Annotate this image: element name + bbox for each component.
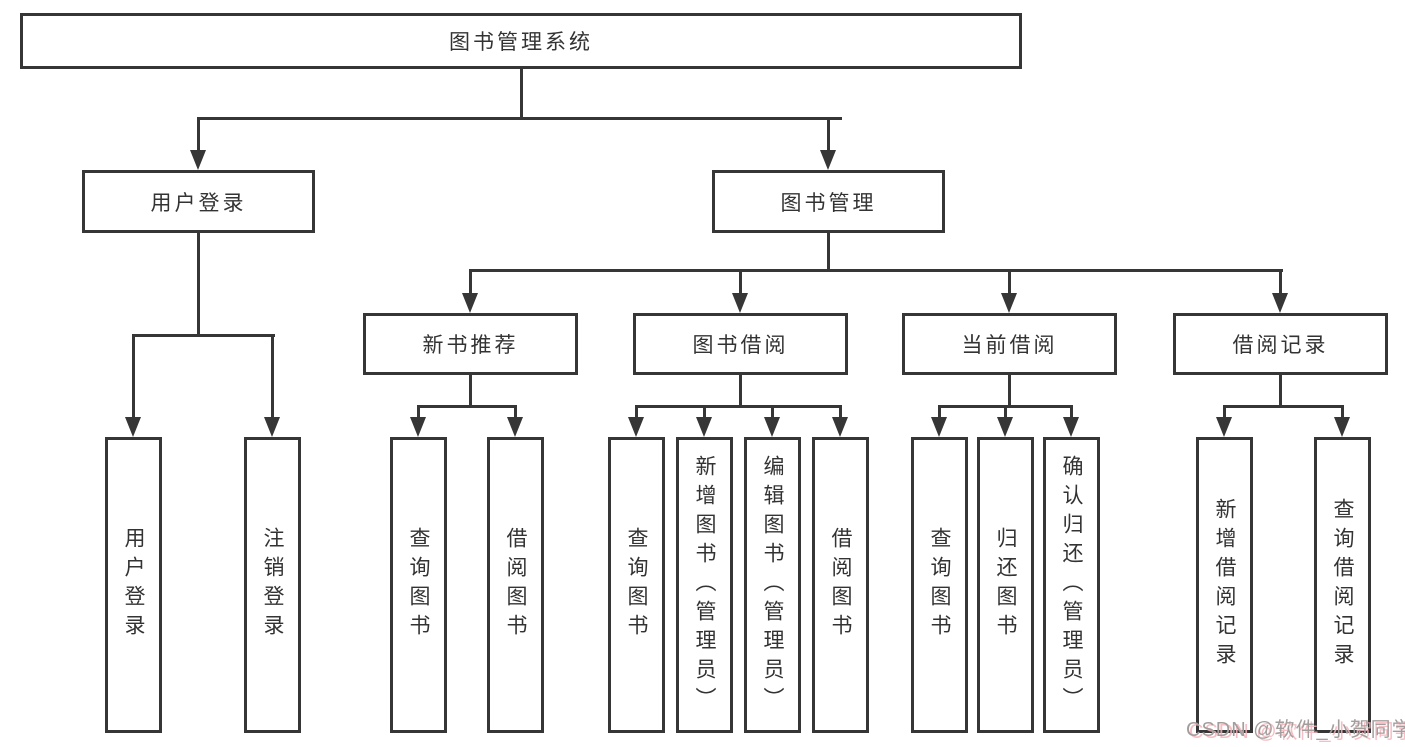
leaf-query-book-borrow: 查询图书 <box>608 437 665 733</box>
node-book-management: 图书管理 <box>712 170 945 233</box>
arrowhead-icon <box>264 417 280 437</box>
connector-line <box>132 334 275 337</box>
leaf-query-book-current-label: 查询图书 <box>928 527 951 643</box>
connector-line <box>1008 269 1011 295</box>
arrowhead-icon <box>696 417 712 437</box>
leaf-logout-label: 注销登录 <box>261 527 284 643</box>
leaf-add-borrow-record-label: 新增借阅记录 <box>1213 498 1236 672</box>
connector-line <box>514 405 517 420</box>
connector-line <box>469 375 472 408</box>
arrowhead-icon <box>820 150 836 170</box>
connector-line <box>417 405 420 420</box>
arrowhead-icon <box>732 293 748 313</box>
leaf-confirm-return-admin: 确认归还（管理员） <box>1043 437 1100 733</box>
node-borrow-record-label: 借阅记录 <box>1232 334 1329 357</box>
connector-line <box>938 405 941 420</box>
leaf-add-book-admin-label: 新增图书（管理员） <box>693 454 716 716</box>
leaf-query-book-borrow-label: 查询图书 <box>625 527 648 643</box>
connector-line <box>1341 405 1344 420</box>
node-book-borrow-label: 图书借阅 <box>692 334 789 357</box>
connector-line <box>1223 405 1344 408</box>
connector-line <box>635 405 638 420</box>
connector-line <box>1279 269 1282 295</box>
leaf-query-borrow-record: 查询借阅记录 <box>1314 437 1371 733</box>
connector-line <box>520 69 523 120</box>
connector-line <box>739 269 742 295</box>
leaf-return-book: 归还图书 <box>977 437 1034 733</box>
leaf-add-borrow-record: 新增借阅记录 <box>1196 437 1253 733</box>
arrowhead-icon <box>462 293 478 313</box>
arrowhead-icon <box>410 417 426 437</box>
leaf-borrow-book: 借阅图书 <box>812 437 869 733</box>
leaf-query-borrow-record-label: 查询借阅记录 <box>1331 498 1354 672</box>
arrowhead-icon <box>1216 417 1232 437</box>
arrowhead-icon <box>125 417 141 437</box>
node-current-borrow: 当前借阅 <box>902 313 1117 375</box>
node-book-borrow: 图书借阅 <box>633 313 848 375</box>
node-new-book-recommend-label: 新书推荐 <box>422 334 519 357</box>
leaf-user-login: 用户登录 <box>105 437 162 733</box>
connector-line <box>635 405 842 408</box>
leaf-borrow-book-recommend-label: 借阅图书 <box>504 527 527 643</box>
connector-line <box>197 117 842 120</box>
node-root: 图书管理系统 <box>20 13 1022 69</box>
connector-line <box>839 405 842 420</box>
arrowhead-icon <box>1001 293 1017 313</box>
node-book-management-label: 图书管理 <box>780 191 877 215</box>
leaf-query-book-recommend-label: 查询图书 <box>407 527 430 643</box>
leaf-add-book-admin: 新增图书（管理员） <box>676 437 733 733</box>
leaf-return-book-label: 归还图书 <box>994 527 1017 643</box>
arrowhead-icon <box>997 417 1013 437</box>
connector-line <box>469 269 1283 272</box>
connector-line <box>739 375 742 408</box>
connector-line <box>1279 375 1282 408</box>
leaf-query-book-current: 查询图书 <box>911 437 968 733</box>
connector-line <box>1223 405 1226 420</box>
node-user-login: 用户登录 <box>82 170 315 233</box>
connector-line <box>1008 375 1011 408</box>
connector-line <box>132 334 135 419</box>
node-current-borrow-label: 当前借阅 <box>961 334 1058 357</box>
leaf-edit-book-admin: 编辑图书（管理员） <box>744 437 801 733</box>
connector-line <box>417 405 517 408</box>
arrowhead-icon <box>931 417 947 437</box>
node-borrow-record: 借阅记录 <box>1173 313 1388 375</box>
arrowhead-icon <box>832 417 848 437</box>
arrowhead-icon <box>628 417 644 437</box>
connector-line <box>827 117 830 155</box>
leaf-edit-book-admin-label: 编辑图书（管理员） <box>761 454 784 716</box>
leaf-borrow-book-label: 借阅图书 <box>829 527 852 643</box>
arrowhead-icon <box>190 150 206 170</box>
connector-line <box>197 117 200 155</box>
connector-line <box>771 405 774 420</box>
connector-line <box>703 405 706 420</box>
node-new-book-recommend: 新书推荐 <box>363 313 578 375</box>
connector-line <box>1070 405 1073 420</box>
connector-line <box>469 269 472 295</box>
arrowhead-icon <box>507 417 523 437</box>
leaf-query-book-recommend: 查询图书 <box>390 437 447 733</box>
node-root-label: 图书管理系统 <box>449 31 593 54</box>
arrowhead-icon <box>1334 417 1350 437</box>
node-user-login-label: 用户登录 <box>150 191 247 215</box>
leaf-user-login-label: 用户登录 <box>122 527 145 643</box>
leaf-borrow-book-recommend: 借阅图书 <box>487 437 544 733</box>
leaf-confirm-return-admin-label: 确认归还（管理员） <box>1060 454 1083 716</box>
leaf-logout: 注销登录 <box>244 437 301 733</box>
csdn-watermark: CSDN @软件_小贺同学 <box>1186 719 1405 741</box>
arrowhead-icon <box>1272 293 1288 313</box>
connector-line <box>271 334 274 419</box>
arrowhead-icon <box>764 417 780 437</box>
connector-line <box>197 233 200 337</box>
connector-line <box>1004 405 1007 420</box>
connector-line <box>827 233 830 272</box>
arrowhead-icon <box>1063 417 1079 437</box>
